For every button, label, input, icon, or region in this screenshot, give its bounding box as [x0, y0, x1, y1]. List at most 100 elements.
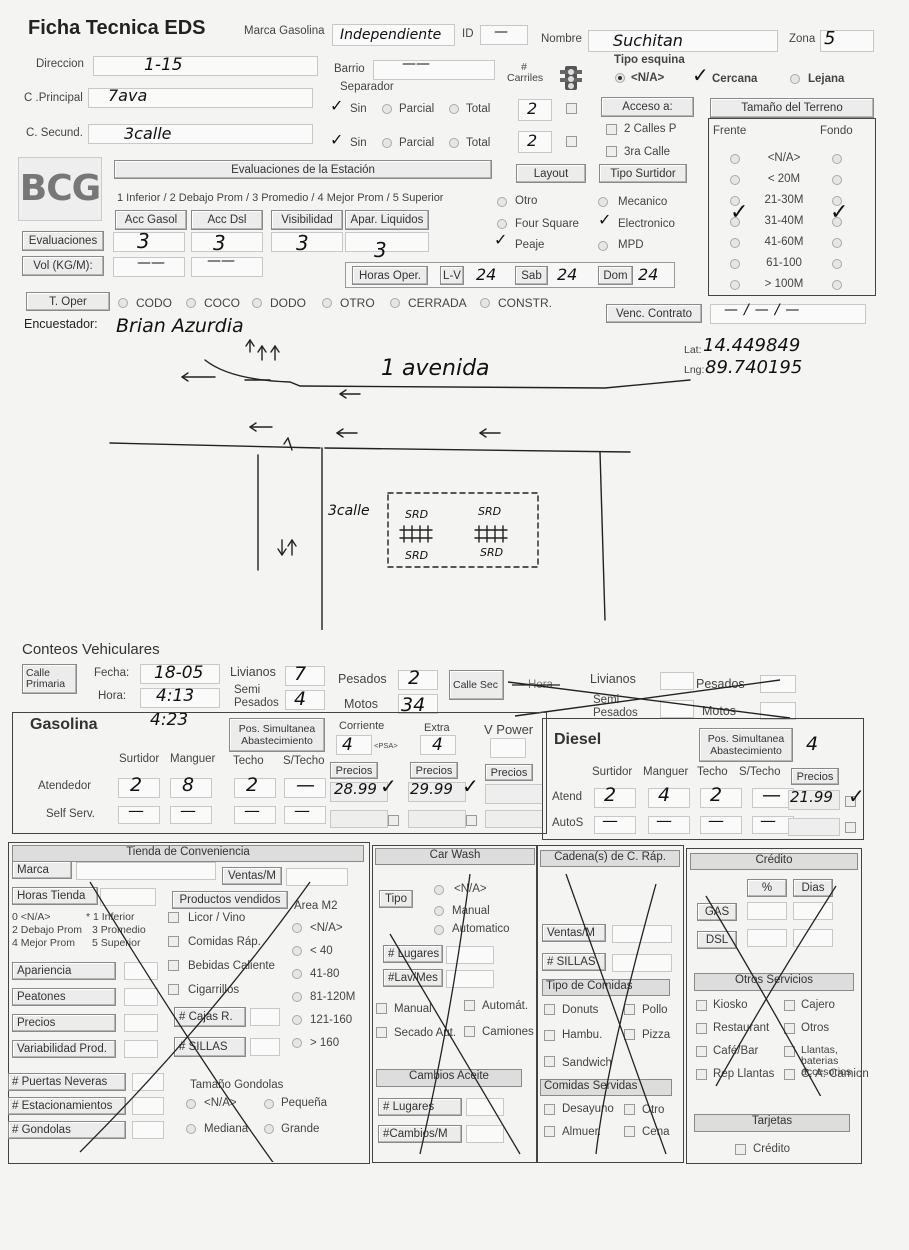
tienda-count-field[interactable] [132, 1097, 164, 1115]
dsl-price-check[interactable] [845, 796, 856, 807]
gas-self-field[interactable] [170, 806, 212, 824]
frente-radio[interactable] [730, 217, 740, 227]
motos-field[interactable] [398, 694, 438, 714]
gas-self-price1-field[interactable] [330, 810, 388, 828]
toper-radio[interactable] [252, 298, 262, 308]
toper-radio[interactable] [118, 298, 128, 308]
gas-self-field[interactable] [234, 806, 276, 824]
corriente-field[interactable] [336, 735, 372, 755]
gondola-mediana-radio[interactable] [186, 1124, 196, 1134]
dsl-atend-field[interactable] [594, 788, 636, 808]
gas-self-price3-field[interactable] [485, 810, 543, 828]
semi-field[interactable] [285, 690, 325, 710]
dsl-autos-field[interactable] [594, 816, 636, 834]
otro-servicio-check[interactable] [696, 1046, 707, 1057]
otro-servicio-check[interactable] [784, 1000, 795, 1011]
dsl-atend-field[interactable] [700, 788, 742, 808]
gondola-na-radio[interactable] [186, 1099, 196, 1109]
tienda-count-field[interactable] [132, 1121, 164, 1139]
eval-liquidos-field[interactable] [345, 232, 429, 252]
eval-accdsl-field[interactable] [191, 232, 263, 252]
tienda-marca-field[interactable] [76, 862, 216, 880]
pollo-check[interactable] [624, 1004, 635, 1015]
toper-radio[interactable] [480, 298, 490, 308]
fondo-radio[interactable] [832, 259, 842, 269]
sec-livianos-field[interactable] [660, 672, 694, 690]
gas-price1-field[interactable] [330, 782, 388, 802]
fondo-radio[interactable] [832, 175, 842, 185]
carwash-secado-check[interactable] [376, 1027, 387, 1038]
area-radio[interactable] [292, 992, 302, 1002]
fondo-radio[interactable] [832, 280, 842, 290]
cadena-sillas-field[interactable] [612, 954, 672, 972]
area-radio[interactable] [292, 1015, 302, 1025]
toper-radio[interactable] [322, 298, 332, 308]
zona-field[interactable] [820, 30, 874, 52]
gas-self-price1-check[interactable] [388, 815, 399, 826]
almuer-check[interactable] [544, 1126, 555, 1137]
carwash-manual-check[interactable] [376, 1003, 387, 1014]
eval-accgasol-field[interactable] [113, 232, 185, 252]
dsl-autos-field[interactable] [648, 816, 690, 834]
gas-self-field[interactable] [284, 806, 326, 824]
sep1-total-radio[interactable] [449, 104, 459, 114]
direccion-field[interactable] [93, 56, 318, 76]
gondola-grande-radio[interactable] [264, 1124, 274, 1134]
otro-servicio-check[interactable] [696, 1023, 707, 1034]
gas-self-field[interactable] [118, 806, 160, 824]
id-field[interactable] [480, 25, 528, 45]
otro-servicio-check[interactable] [784, 1046, 795, 1057]
tienda-eval-field[interactable] [124, 1040, 158, 1058]
desayuno-check[interactable] [544, 1104, 555, 1115]
extra-field[interactable] [420, 735, 456, 755]
toper-radio[interactable] [390, 298, 400, 308]
vol2-field[interactable] [191, 257, 263, 277]
barrio-field[interactable] [373, 60, 495, 80]
gas-atend-field[interactable] [284, 778, 326, 798]
producto-check[interactable] [168, 936, 179, 947]
pizza-check[interactable] [624, 1029, 635, 1040]
dsl-price-field[interactable] [788, 790, 840, 810]
dsl-atend-field[interactable] [648, 788, 690, 808]
carwash-na-radio[interactable] [434, 885, 444, 895]
carwash-manual-radio[interactable] [434, 906, 444, 916]
surtidor-mecanico-radio[interactable] [598, 197, 608, 207]
frente-radio[interactable] [730, 196, 740, 206]
sep2-parcial-radio[interactable] [382, 138, 392, 148]
eval-visibilidad-field[interactable] [271, 232, 343, 252]
frente-radio[interactable] [730, 280, 740, 290]
csecund-field[interactable] [88, 124, 313, 144]
layout-foursquare-radio[interactable] [497, 219, 507, 229]
credito-dsl-pct[interactable] [747, 929, 787, 947]
otro-servicio-check[interactable] [784, 1069, 795, 1080]
credito-dsl-dias[interactable] [793, 929, 833, 947]
esquina-na-radio[interactable] [615, 73, 625, 83]
area-radio[interactable] [292, 923, 302, 933]
otro-check[interactable] [624, 1104, 635, 1115]
gas-atend-field[interactable] [118, 778, 160, 798]
gas-atend-field[interactable] [170, 778, 212, 798]
sep1-parcial-radio[interactable] [382, 104, 392, 114]
carriles2-field[interactable] [518, 131, 552, 153]
fondo-radio[interactable] [832, 238, 842, 248]
cprincipal-field[interactable] [88, 88, 313, 108]
tienda-horas-field[interactable] [100, 888, 156, 906]
gas-price2-field[interactable] [408, 782, 466, 802]
area-radio[interactable] [292, 969, 302, 979]
tienda-ventas-field[interactable] [286, 868, 348, 886]
carwash-auto-radio[interactable] [434, 925, 444, 935]
gas-self-price2-check[interactable] [466, 815, 477, 826]
producto-check[interactable] [168, 984, 179, 995]
dsl-autos-price-field[interactable] [788, 818, 840, 836]
acceso-2calles-check[interactable] [606, 124, 617, 135]
frente-radio[interactable] [730, 175, 740, 185]
gas-self-price2-field[interactable] [408, 810, 466, 828]
sep2-total-radio[interactable] [449, 138, 459, 148]
layout-otro-radio[interactable] [497, 197, 507, 207]
surtidor-mpd-radio[interactable] [598, 241, 608, 251]
carwash-camiones-check[interactable] [464, 1026, 475, 1037]
fondo-radio[interactable] [832, 217, 842, 227]
frente-radio[interactable] [730, 154, 740, 164]
hambu-check[interactable] [544, 1030, 555, 1041]
donuts-check[interactable] [544, 1004, 555, 1015]
